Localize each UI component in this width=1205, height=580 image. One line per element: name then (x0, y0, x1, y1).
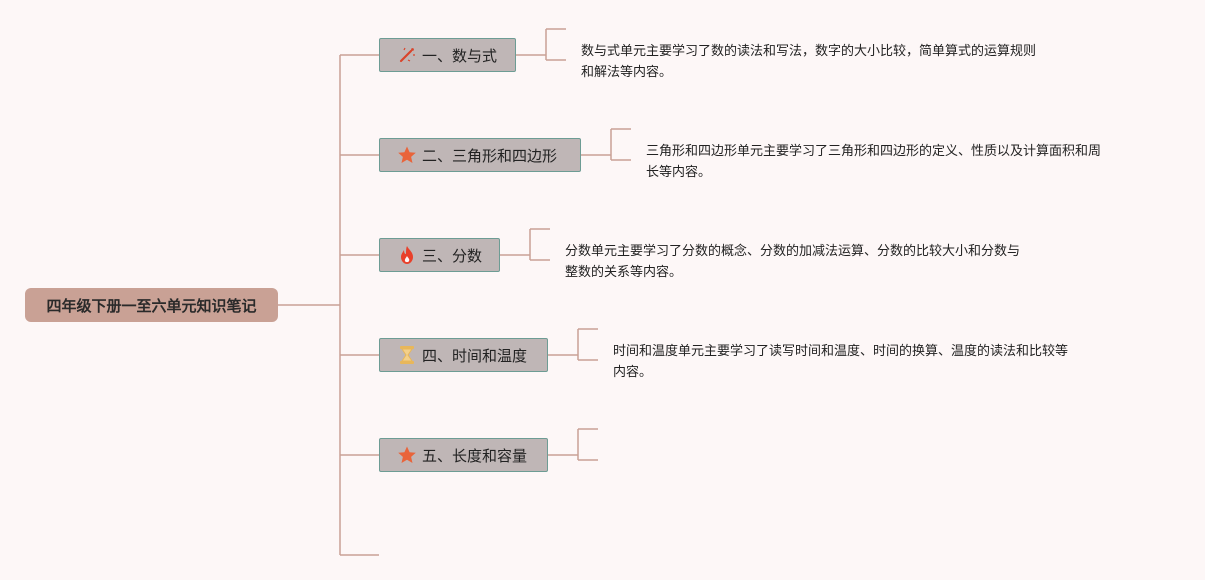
note-1-line-1: 数与式单元主要学习了数的读法和写法，数字的大小比较，简单算式的运算规则 (581, 44, 1037, 59)
note-2: 三角形和四边形单元主要学习了三角形和四边形的定义、性质以及计算面积和周 长等内容… (646, 141, 1101, 183)
note-4: 时间和温度单元主要学习了读写时间和温度、时间的换算、温度的读法和比较等 内容。 (613, 341, 1068, 383)
note-4-line-2: 内容。 (613, 365, 653, 380)
branch-label-5: 五、长度和容量 (422, 446, 528, 465)
note-1: 数与式单元主要学习了数的读法和写法，数字的大小比较，简单算式的运算规则 和解法等… (581, 41, 1036, 83)
note-3-line-1: 分数单元主要学习了分数的概念、分数的加减法运算、分数的比较大小和分数与 (565, 244, 1021, 259)
note-4-line-1: 时间和温度单元主要学习了读写时间和温度、时间的换算、温度的读法和比较等 (613, 344, 1069, 359)
branch-node-5[interactable]: 五、长度和容量 (379, 438, 548, 472)
star-icon (396, 144, 418, 166)
branch-label-3: 三、分数 (422, 246, 483, 265)
note-2-line-1: 三角形和四边形单元主要学习了三角形和四边形的定义、性质以及计算面积和周 (646, 144, 1102, 159)
branch-label-1: 一、数与式 (422, 46, 498, 65)
note-3-line-2: 整数的关系等内容。 (565, 265, 683, 280)
star-icon (396, 444, 418, 466)
root-topic-label: 四年级下册一至六单元知识笔记 (46, 296, 257, 315)
branch-node-3[interactable]: 三、分数 (379, 238, 500, 272)
branch-node-4[interactable]: 四、时间和温度 (379, 338, 548, 372)
hourglass-icon (396, 344, 418, 366)
root-topic[interactable]: 四年级下册一至六单元知识笔记 (25, 288, 278, 322)
fire-icon (396, 244, 418, 266)
branch-node-1[interactable]: 一、数与式 (379, 38, 516, 72)
note-2-line-2: 长等内容。 (646, 165, 712, 180)
branch-node-2[interactable]: 二、三角形和四边形 (379, 138, 581, 172)
branch-label-2: 二、三角形和四边形 (422, 146, 558, 165)
branch-label-4: 四、时间和温度 (422, 346, 528, 365)
note-3: 分数单元主要学习了分数的概念、分数的加减法运算、分数的比较大小和分数与 整数的关… (565, 241, 1020, 283)
note-1-line-2: 和解法等内容。 (581, 65, 673, 80)
magic-wand-icon (396, 44, 418, 66)
